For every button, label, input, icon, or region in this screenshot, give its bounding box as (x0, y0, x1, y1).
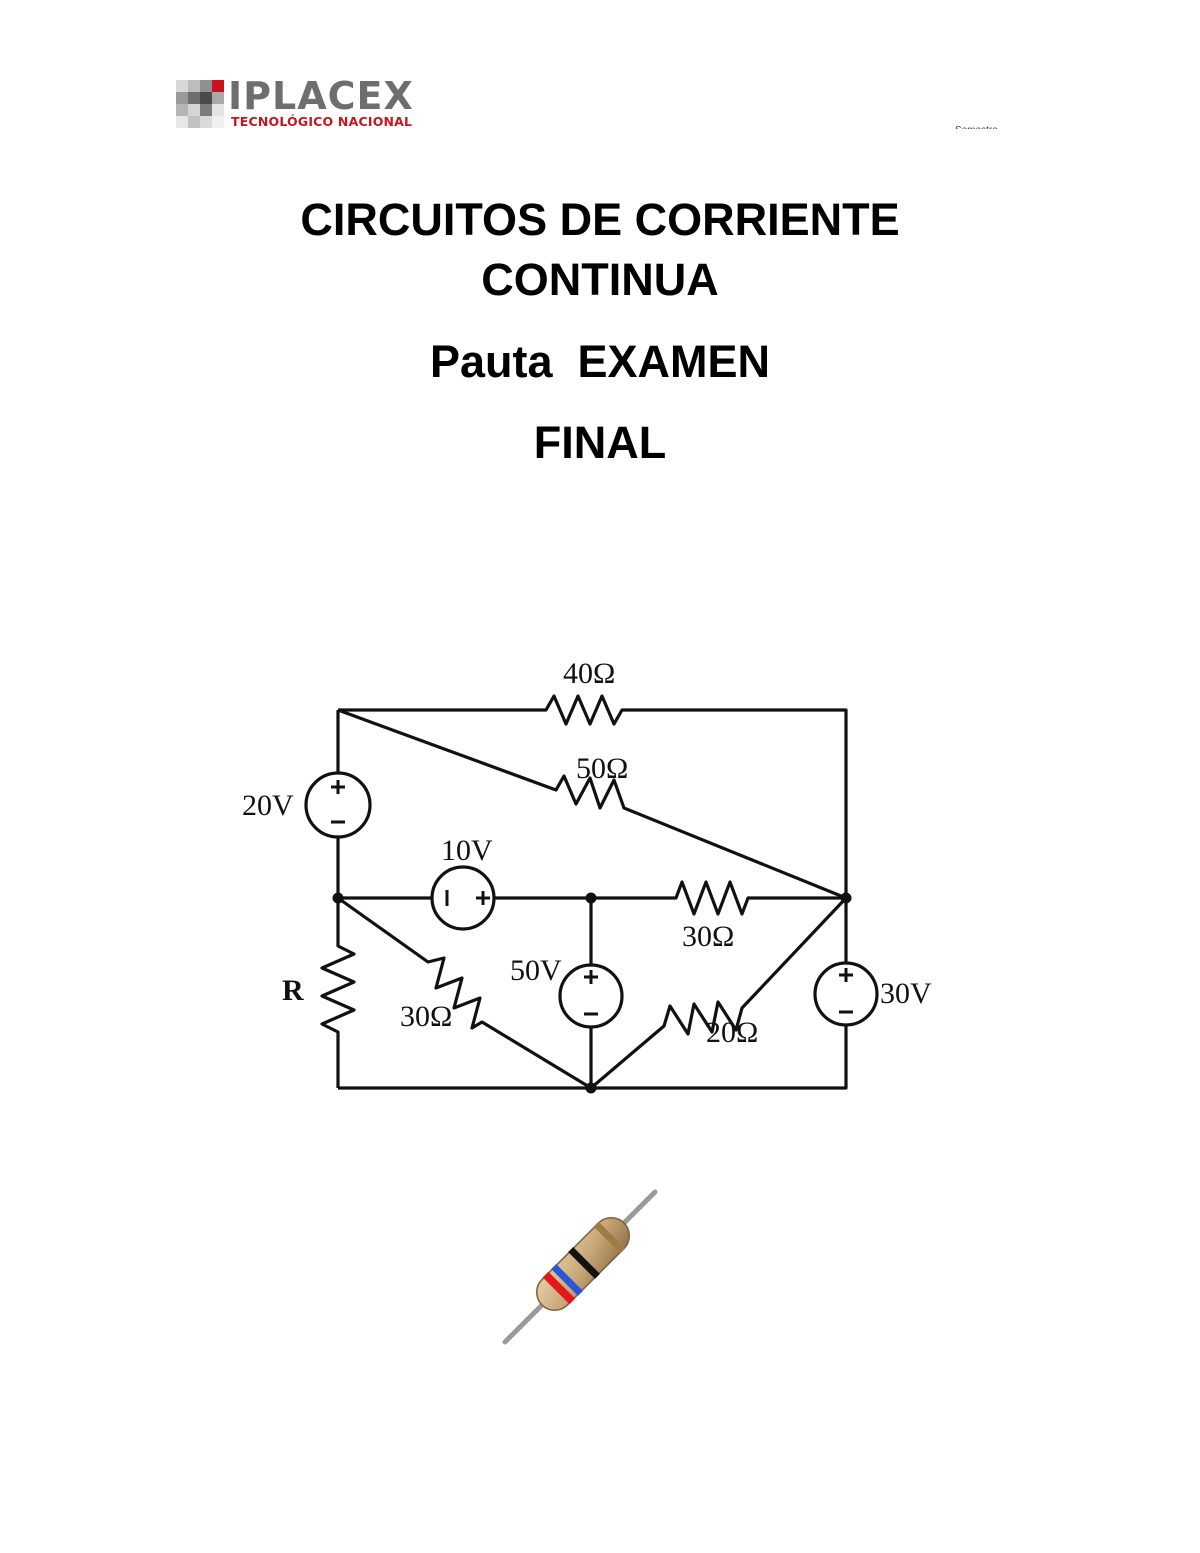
source-20v (304, 771, 372, 839)
resistor-30-low (337, 896, 592, 1090)
title-line-2: CONTINUA (481, 254, 719, 305)
document-subtitle: Pauta EXAMEN (429, 336, 771, 387)
wire-bottom (338, 1016, 848, 1090)
label-50ohm: 50Ω (576, 752, 628, 785)
wire-mid-right (492, 880, 846, 916)
document-final-label: FINAL (533, 417, 667, 468)
label-30ohm-mid: 30Ω (682, 920, 734, 953)
logo-mosaic-icon (176, 80, 224, 128)
logo-wordmark: IPLACEX (228, 74, 414, 118)
wire-diag-50 (337, 708, 847, 900)
source-10v (430, 865, 496, 931)
label-30ohm-low: 30Ω (400, 1000, 452, 1033)
logo-subtitle: TECNOLÓGICO NACIONAL (231, 114, 413, 129)
document-title: CIRCUITOS DE CORRIENTE CONTINUA (0, 190, 1200, 310)
title-line-1: CIRCUITOS DE CORRIENTE (300, 194, 900, 245)
wire-top (338, 694, 848, 898)
resistor-20 (589, 896, 848, 1090)
label-40ohm: 40Ω (563, 657, 615, 690)
semester-label: Semestre (955, 121, 998, 129)
source-50v (558, 963, 624, 1029)
label-r: R (282, 974, 304, 1007)
carbon-resistor-photo (502, 1189, 658, 1345)
resistor-r (320, 898, 356, 1088)
label-10v: 10V (441, 834, 493, 867)
label-50v: 50V (510, 954, 562, 987)
iplacex-logo: IPLACEX TECNOLÓGICO NACIONAL (176, 74, 416, 132)
label-30v: 30V (880, 977, 932, 1010)
source-30v (813, 961, 879, 1027)
label-20ohm: 20Ω (706, 1016, 758, 1049)
label-20v: 20V (242, 789, 294, 822)
circuit-diagram: 40Ω 50Ω 20V 10V 30Ω 50V R 30Ω 20Ω 30V (242, 657, 932, 1094)
